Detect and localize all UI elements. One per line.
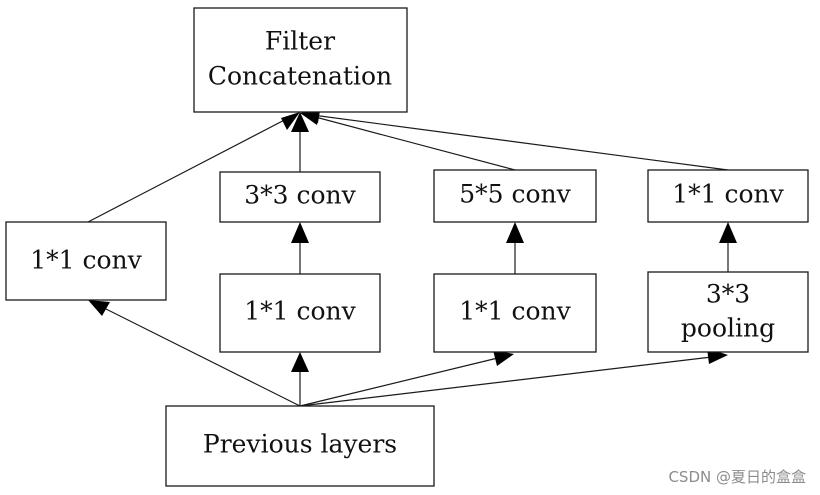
- branch1-conv-label: 1*1 conv: [30, 246, 142, 275]
- edge-5x5conv-to-concat: [303, 113, 516, 171]
- node-branch3-1x1-conv: 1*1 conv: [433, 273, 597, 353]
- edge-1x1conv-to-concat: [87, 113, 297, 223]
- filter-concat-line2: Concatenation: [208, 62, 392, 91]
- branch3-conv5-label: 5*5 conv: [459, 180, 571, 209]
- node-branch1-1x1-conv: 1*1 conv: [5, 221, 167, 301]
- branch3-conv1-label: 1*1 conv: [459, 297, 571, 326]
- edge-prev-to-branch4: [299, 355, 721, 407]
- arrowhead-concat-2: [291, 112, 309, 132]
- arrowhead-branch2: [291, 352, 309, 372]
- edges: [87, 110, 737, 407]
- watermark: CSDN @夏日的盒盒: [668, 468, 806, 486]
- node-branch4-1x1-conv: 1*1 conv: [647, 169, 809, 223]
- branch2-conv1-label: 1*1 conv: [244, 297, 356, 326]
- branch4-pool-line1: 3*3: [706, 280, 750, 309]
- edge-prev-to-1x1conv: [95, 303, 301, 407]
- filter-concat-line1: Filter: [265, 27, 335, 56]
- branch4-pool-line2: pooling: [681, 314, 775, 343]
- edge-pool-conv-to-concat: [304, 113, 729, 171]
- previous-layers-label: Previous layers: [203, 430, 397, 459]
- arrowhead-concat-1: [281, 112, 300, 130]
- arrowhead-concat-4: [300, 110, 320, 123]
- node-branch4-3x3-pooling: 3*3 pooling: [647, 271, 809, 353]
- branch4-conv1-label: 1*1 conv: [672, 180, 784, 209]
- node-branch2-3x3-conv: 3*3 conv: [219, 171, 381, 223]
- arrowhead-pool-1x1: [719, 222, 737, 243]
- node-previous-layers: Previous layers: [165, 405, 435, 487]
- node-branch2-1x1-conv: 1*1 conv: [219, 273, 381, 353]
- arrowhead-3x3: [291, 222, 309, 243]
- branch2-conv3-label: 3*3 conv: [244, 181, 356, 210]
- arrowhead-branch1: [88, 300, 110, 316]
- arrowhead-branch3: [493, 350, 514, 366]
- edge-prev-to-branch3: [299, 355, 507, 407]
- node-filter-concatenation: Filter Concatenation: [193, 7, 408, 113]
- arrowhead-5x5: [506, 222, 524, 243]
- node-branch3-5x5-conv: 5*5 conv: [433, 169, 597, 223]
